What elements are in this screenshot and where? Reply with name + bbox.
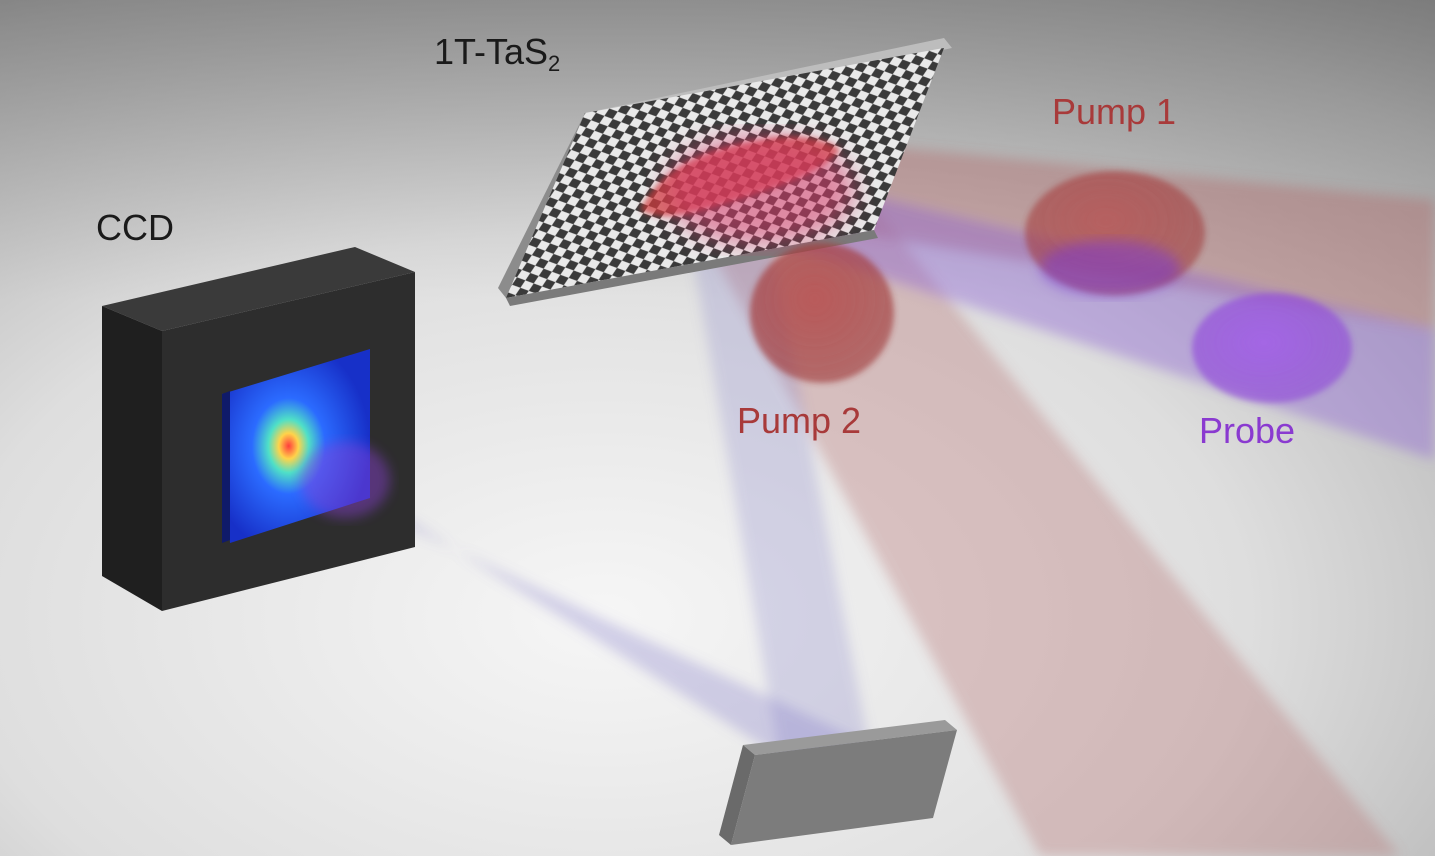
sample-excitation-spot bbox=[665, 135, 855, 245]
probe-reflected-beam-lower bbox=[300, 450, 860, 770]
pump2-spot bbox=[750, 243, 894, 383]
mirror-icon bbox=[719, 720, 957, 845]
probe-spot bbox=[1192, 293, 1352, 403]
sample-label-subscript: 2 bbox=[548, 51, 561, 76]
ccd-beam-spot bbox=[300, 442, 390, 518]
pump1-label: Pump 1 bbox=[1052, 91, 1177, 132]
probe-label: Probe bbox=[1199, 410, 1296, 451]
pump1-probe-overlap bbox=[1040, 240, 1180, 296]
sample-label-main: 1T-TaS bbox=[434, 31, 549, 72]
ccd-detector-icon bbox=[102, 247, 415, 611]
pump2-label: Pump 2 bbox=[737, 400, 862, 441]
sample-label: 1T-TaS2 bbox=[434, 31, 560, 75]
probe-reflected-beam-upper bbox=[690, 240, 870, 760]
ccd-label: CCD bbox=[96, 207, 174, 248]
